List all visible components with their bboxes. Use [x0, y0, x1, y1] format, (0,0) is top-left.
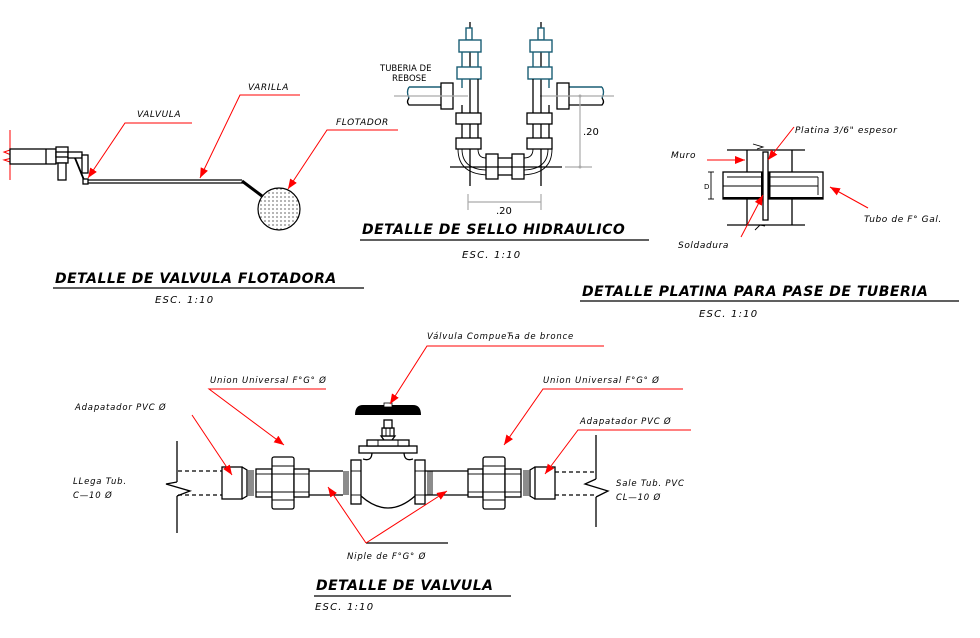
float-valve-detail: VALVULA VARILLA FLOTADOR DETALLE DE VALV… [2, 83, 398, 306]
dimension-width [467, 194, 542, 210]
inlet-wall-break [165, 441, 222, 533]
valve-detail-title: DETALLE DE VALVULA [316, 578, 494, 594]
overflow-pipe-left [394, 82, 468, 110]
label-varilla: VARILLA [248, 83, 289, 93]
leader-adapter-right [544, 429, 691, 475]
valve-detail-scale: ESC. 1:10 [315, 602, 374, 613]
pvc-adapter-right [523, 466, 556, 500]
label-union-right: Union Universal F°G° Ø [543, 375, 660, 386]
label-adapter-left: Adapatador PVC Ø [74, 402, 166, 413]
valve-handwheel[interactable] [355, 405, 421, 415]
leader-rod [199, 94, 300, 179]
label-outlet-2: CL—10 Ø [616, 492, 661, 503]
label-muro: Muro [671, 151, 696, 161]
label-gate-valve: Válvula CompueЋa de bronce [427, 332, 574, 342]
label-union-left: Union Universal F°G° Ø [210, 375, 327, 386]
leader-soldadura [740, 194, 764, 238]
pipe-plate-title: DETALLE PLATINA PARA PASE DE TUBERIA [582, 284, 928, 300]
label-inlet-1: LLega Tub. [73, 477, 127, 487]
pvc-adapter-left [221, 466, 254, 500]
leader-nipple-left [327, 486, 367, 544]
float-valve-title: DETALLE DE VALVULA FLOTADORA [55, 271, 337, 287]
float-ball [257, 187, 301, 231]
galvanized-pipe [722, 171, 824, 200]
label-nipple: Niple de F°G° Ø [347, 551, 426, 562]
leader-adapter-left [191, 414, 233, 476]
pipe-plate-scale: ESC. 1:10 [699, 309, 758, 320]
outlet-wall-break [555, 435, 610, 527]
dim-width-value: .20 [496, 206, 512, 217]
nipple-left [309, 470, 349, 496]
pipe-plate-detail: D Muro Platina 3/6" espesor Tubo de F° G… [580, 126, 959, 320]
label-tuberia-de: TUBERIA DE [379, 64, 431, 74]
leader-platina [767, 126, 795, 161]
float-valve-scale: ESC. 1:10 [155, 295, 214, 306]
seal-pipe-right [526, 22, 553, 186]
label-rebose: REBOSE [392, 74, 426, 84]
label-platina: Platina 3/6" espesor [795, 126, 898, 136]
steel-plate [761, 151, 771, 221]
leader-nipple-right [365, 490, 448, 544]
supply-pipe [9, 146, 89, 181]
leader-union-right [503, 388, 683, 446]
label-soldadura: Soldadura [678, 241, 729, 251]
label-outlet-1: Sale Tub. PVC [616, 479, 685, 489]
seal-pipe-left [455, 22, 482, 186]
leader-valve [87, 122, 192, 179]
hydraulic-seal-title: DETALLE DE SELLO HIDRAULICO [362, 222, 625, 238]
seal-u-bend [450, 148, 562, 180]
wall-section [727, 143, 805, 231]
dim-diameter-label: D [704, 183, 709, 191]
dimension-diameter [708, 171, 714, 200]
union-left [255, 456, 310, 510]
label-inlet-2: C—10 Ø [73, 490, 112, 501]
label-flotador: FLOTADOR [336, 118, 389, 128]
hydraulic-seal-scale: ESC. 1:10 [462, 250, 521, 261]
leader-union-left [207, 388, 326, 446]
leader-float [287, 129, 398, 190]
dim-height-value: .20 [583, 127, 599, 138]
dimension-height [565, 94, 592, 169]
hydraulic-seal-detail: TUBERIA DE REBOSE [360, 22, 649, 261]
valve-detail: Válvula CompueЋa de bronce Union Univers… [73, 332, 691, 613]
overflow-pipe-right [540, 82, 614, 110]
float-rod [82, 178, 263, 198]
label-tubo: Tubo de F° Gal. [864, 215, 942, 225]
union-right [467, 456, 522, 510]
leader-gate-valve [389, 345, 604, 405]
gate-valve [350, 402, 426, 509]
label-valvula: VALVULA [137, 110, 181, 120]
leader-tubo [829, 186, 869, 209]
label-adapter-right: Adapatador PVC Ø [579, 416, 671, 427]
